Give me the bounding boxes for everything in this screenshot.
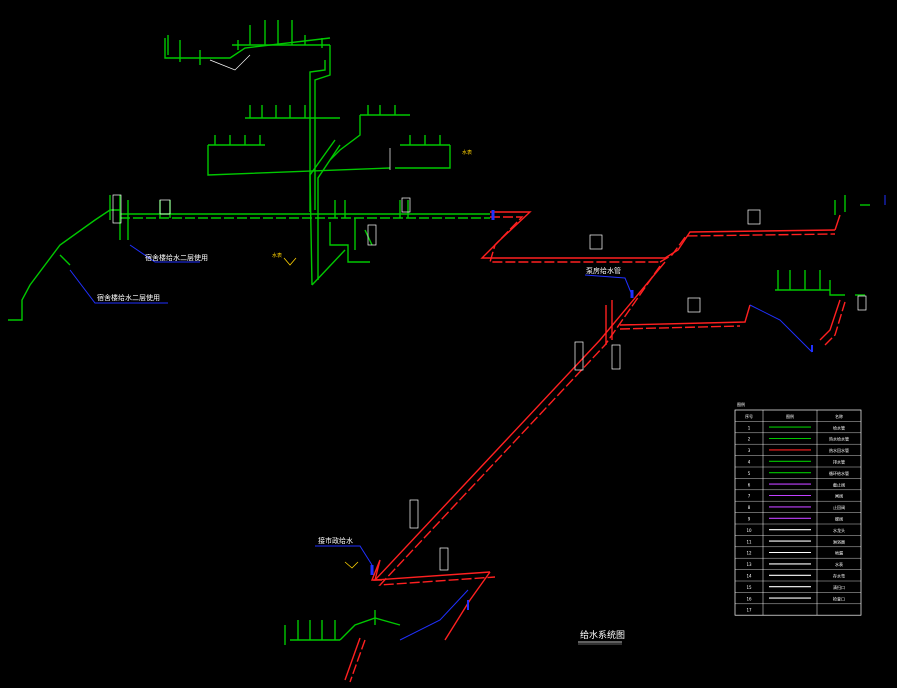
legend-row-name: 循环给水管 <box>829 470 849 476</box>
legend-row-name: 止回阀 <box>833 504 845 510</box>
legend-row-number: 17 <box>746 608 752 613</box>
legend-column-header: 图例 <box>786 413 794 419</box>
legend-row-number: 11 <box>746 539 752 544</box>
label-cold-water-2f-b: 宿舍楼给水二层使用 <box>97 293 160 302</box>
legend-heading: 图例 <box>737 401 745 407</box>
blue-leaders <box>69 195 886 641</box>
legend-row-number: 7 <box>748 494 751 499</box>
legend-row-number: 5 <box>748 471 751 476</box>
legend-row-name: 淋浴器 <box>833 538 845 544</box>
legend-row-number: 10 <box>746 528 752 533</box>
legend-row-name: 排水管 <box>833 459 845 465</box>
legend-row-name: 地漏 <box>835 550 843 556</box>
legend-row-number: 13 <box>746 562 752 567</box>
label-source: 接市政给水 <box>318 536 353 545</box>
cold-water-network <box>8 20 870 645</box>
legend-row-name: 清扫口 <box>833 584 845 590</box>
legend-row-name: 蝶阀 <box>835 516 843 522</box>
legend-column-header: 序号 <box>745 413 753 419</box>
legend-row-number: 16 <box>746 596 752 601</box>
legend-row-name: 给水管 <box>833 424 845 430</box>
meter-tag-2: 水表 <box>272 252 282 259</box>
legend-row-number: 3 <box>748 448 751 453</box>
legend-row-name: 热水给水管 <box>829 436 849 442</box>
legend-row-number: 15 <box>746 585 752 590</box>
legend-row-name: 检查口 <box>833 595 845 601</box>
label-pump-room: 泵房给水管 <box>586 266 621 275</box>
legend-row-name: 热水回水管 <box>829 447 849 453</box>
legend-row-name: 存水弯 <box>833 573 845 579</box>
drawing-title: 给水系统图 <box>580 629 625 641</box>
legend-row-name: 截止阀 <box>833 481 845 487</box>
legend-row-number: 6 <box>748 482 751 487</box>
legend-row-number: 9 <box>748 517 751 522</box>
annotation-marks <box>112 54 867 571</box>
legend-column-header: 名称 <box>835 413 843 419</box>
legend-row-number: 8 <box>748 505 751 510</box>
legend-row-number: 14 <box>746 574 752 579</box>
legend-row-name: 闸阀 <box>835 493 843 499</box>
meter-tag: 水表 <box>462 149 472 156</box>
legend-row-number: 4 <box>748 460 751 465</box>
hot-water-network <box>344 211 846 683</box>
label-cold-water-2f: 宿舍楼给水二层使用 <box>145 253 208 262</box>
legend-row-name: 水龙头 <box>833 527 845 533</box>
legend-row-number: 12 <box>746 551 752 556</box>
legend-row-name: 水表 <box>835 561 843 567</box>
legend-row-number: 1 <box>748 425 751 430</box>
yellow-tags: 水表 水表 <box>272 149 472 569</box>
legend-row-number: 2 <box>748 437 751 442</box>
